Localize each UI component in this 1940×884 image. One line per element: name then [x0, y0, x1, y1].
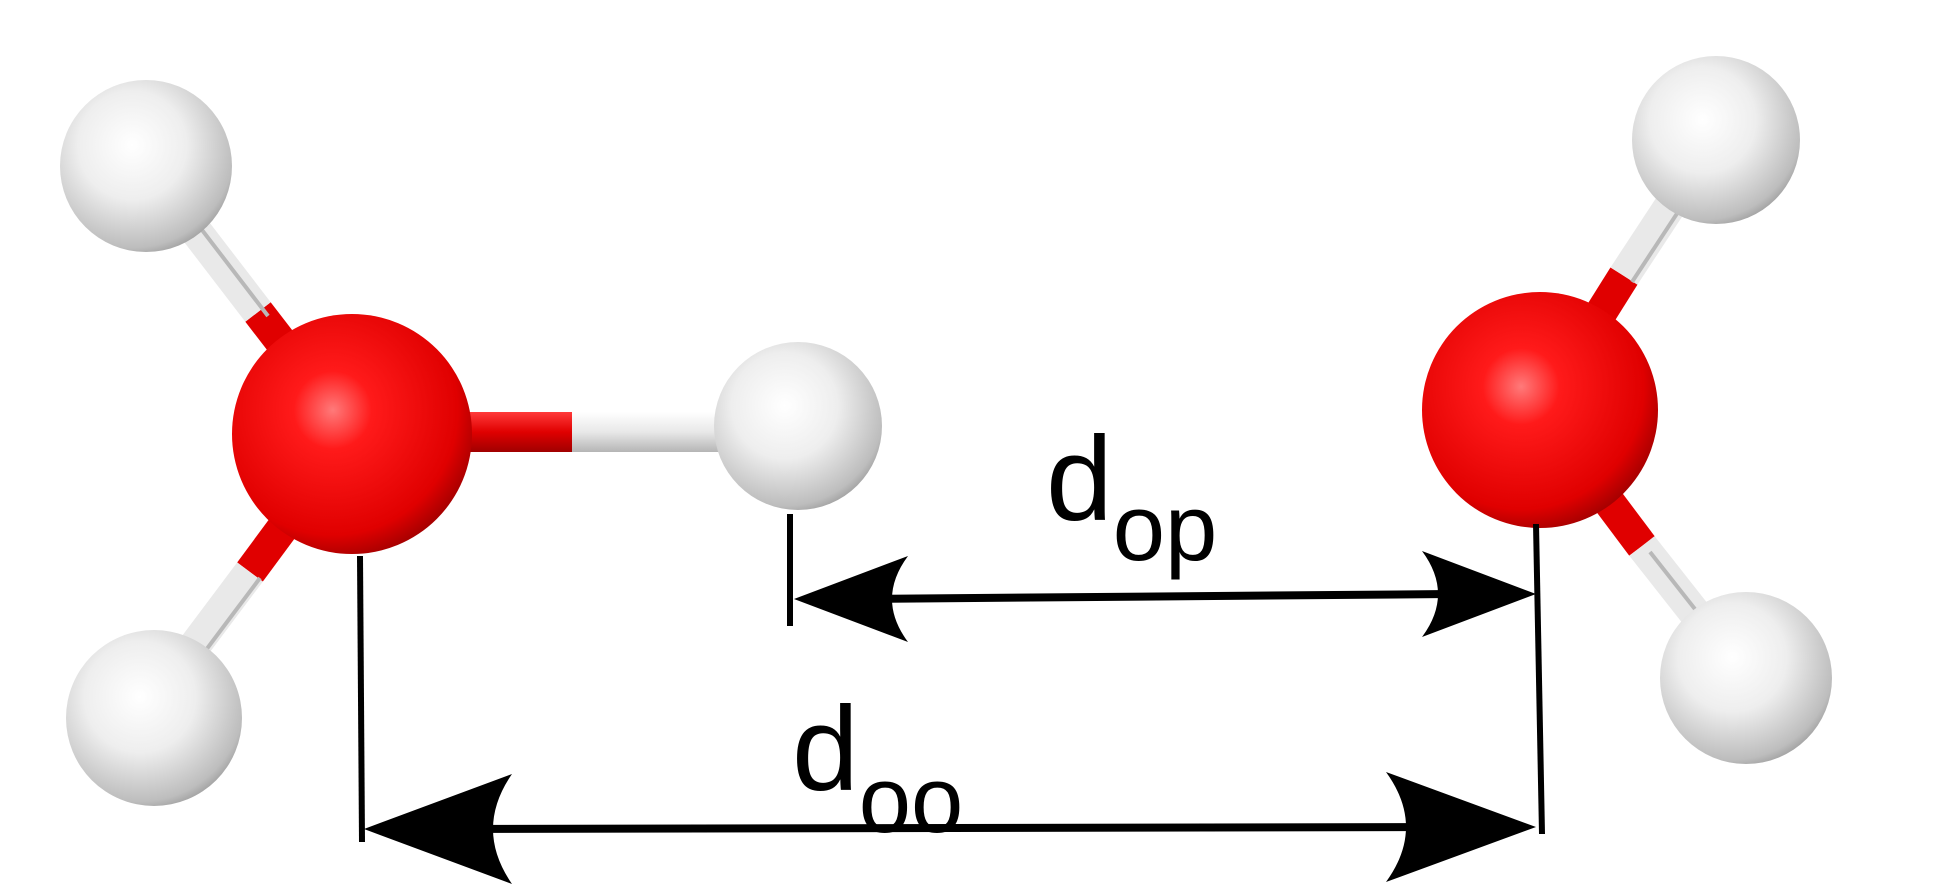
- water-molecule-right: [1422, 56, 1832, 764]
- extension-line-left-oxygen: [357, 555, 365, 843]
- hydrogen-atom-lower-left: [66, 630, 242, 806]
- dimension-d-op: [787, 514, 1545, 835]
- d-oo-label: doo: [792, 682, 963, 852]
- d-op-arrowhead-right: [1422, 551, 1536, 637]
- d-oo-arrowhead-left: [364, 774, 512, 884]
- d-oo-label-main: d: [792, 682, 859, 816]
- oxygen-atom-left: [232, 314, 472, 554]
- water-molecule-left: [60, 80, 882, 806]
- hydrogen-atom-upper-right: [1632, 56, 1800, 224]
- d-op-arrow-shaft: [859, 590, 1451, 603]
- d-oo-arrow-shaft: [439, 823, 1441, 833]
- hydrogen-atom-upper-left: [60, 80, 232, 252]
- d-oo-arrowhead-right: [1386, 772, 1536, 882]
- oxygen-atom-right: [1422, 292, 1658, 528]
- hydrogen-atom-lower-right: [1660, 592, 1832, 764]
- d-op-arrowhead-left: [794, 556, 908, 642]
- extension-line-right-oxygen: [1533, 523, 1545, 835]
- d-oo-label-subscript: oo: [859, 747, 964, 852]
- dimension-d-oo: [357, 555, 1536, 884]
- d-op-label-main: d: [1046, 412, 1113, 546]
- d-op-label: dop: [1046, 412, 1217, 580]
- hydrogen-atom-bridging: [714, 342, 882, 510]
- d-op-label-subscript: op: [1113, 475, 1218, 580]
